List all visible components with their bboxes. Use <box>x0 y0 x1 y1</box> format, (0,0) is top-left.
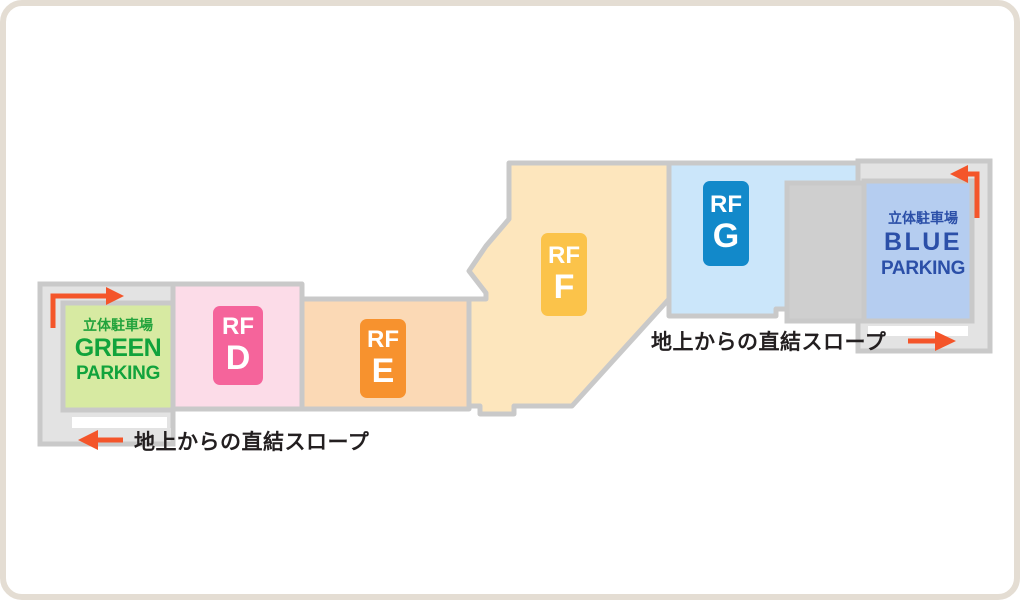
floorplan-svg <box>37 158 993 450</box>
ramp-right-caption: 地上からの直結スロープ <box>651 331 887 354</box>
service-block <box>784 180 867 324</box>
rf-g-badge-letter: G <box>712 216 740 255</box>
blue-parking-name: BLUE <box>883 228 963 256</box>
ramp-left-arrow <box>78 430 123 450</box>
entry-arrow-left <box>50 287 124 328</box>
rf-f-badge-top: RF <box>548 241 580 269</box>
green-parking-tail: PARKING <box>75 363 161 384</box>
rf-d-badge-top: RF <box>222 312 254 340</box>
ramp-left-channel <box>72 417 167 431</box>
rf-f-badge[interactable]: RF F <box>541 233 587 316</box>
green-parking-label: 立体駐車場 GREEN PARKING <box>64 318 172 383</box>
green-parking-sublabel: 立体駐車場 <box>83 317 153 333</box>
rf-d-badge-letter: D <box>225 338 251 377</box>
blue-parking-label: 立体駐車場 BLUE PARKING <box>864 211 982 278</box>
green-parking-block[interactable] <box>60 300 176 413</box>
rf-d-badge[interactable]: RF D <box>213 306 263 385</box>
ramp-left-caption: 地上からの直結スロープ <box>134 431 370 454</box>
entry-arrow-right <box>950 165 980 218</box>
blue-parking-block[interactable] <box>861 178 975 324</box>
ramp-right-arrow <box>908 331 956 351</box>
rf-g-badge-top: RF <box>710 190 742 218</box>
ramp-left-strip <box>68 428 171 438</box>
blue-parking-sublabel: 立体駐車場 <box>888 210 958 226</box>
rf-g-badge[interactable]: RF G <box>703 181 749 266</box>
rf-f-badge-letter: F <box>553 267 575 306</box>
rf-e-badge[interactable]: RF E <box>360 319 406 398</box>
blue-parking-tail: PARKING <box>880 258 966 279</box>
rf-e-badge-top: RF <box>367 325 399 353</box>
green-parking-name: GREEN <box>74 334 162 362</box>
rf-e-badge-letter: E <box>371 351 395 390</box>
